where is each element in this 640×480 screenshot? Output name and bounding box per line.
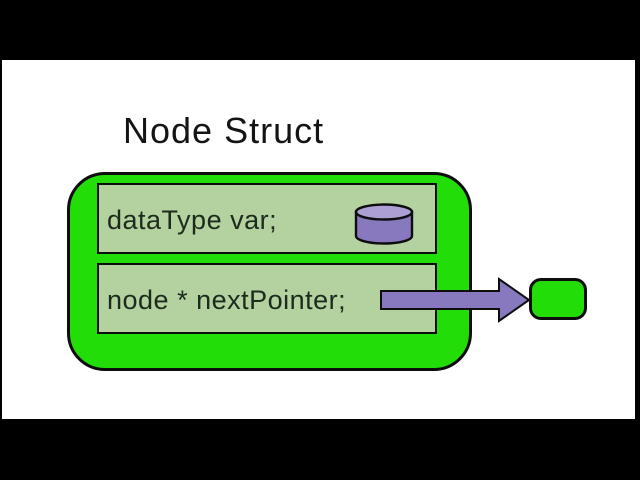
slide-canvas: Node Struct dataType var; node * nextPoi… — [2, 60, 635, 419]
database-cylinder-icon — [354, 203, 414, 245]
field-label-data: dataType var; — [107, 204, 278, 235]
field-label-pointer: node * nextPointer; — [107, 284, 347, 315]
next-node-box — [529, 278, 587, 320]
pointer-arrow-icon — [380, 277, 531, 323]
field-row-pointer: node * nextPointer; — [97, 263, 437, 334]
page-title: Node Struct — [123, 110, 325, 151]
field-row-data: dataType var; — [97, 183, 437, 254]
